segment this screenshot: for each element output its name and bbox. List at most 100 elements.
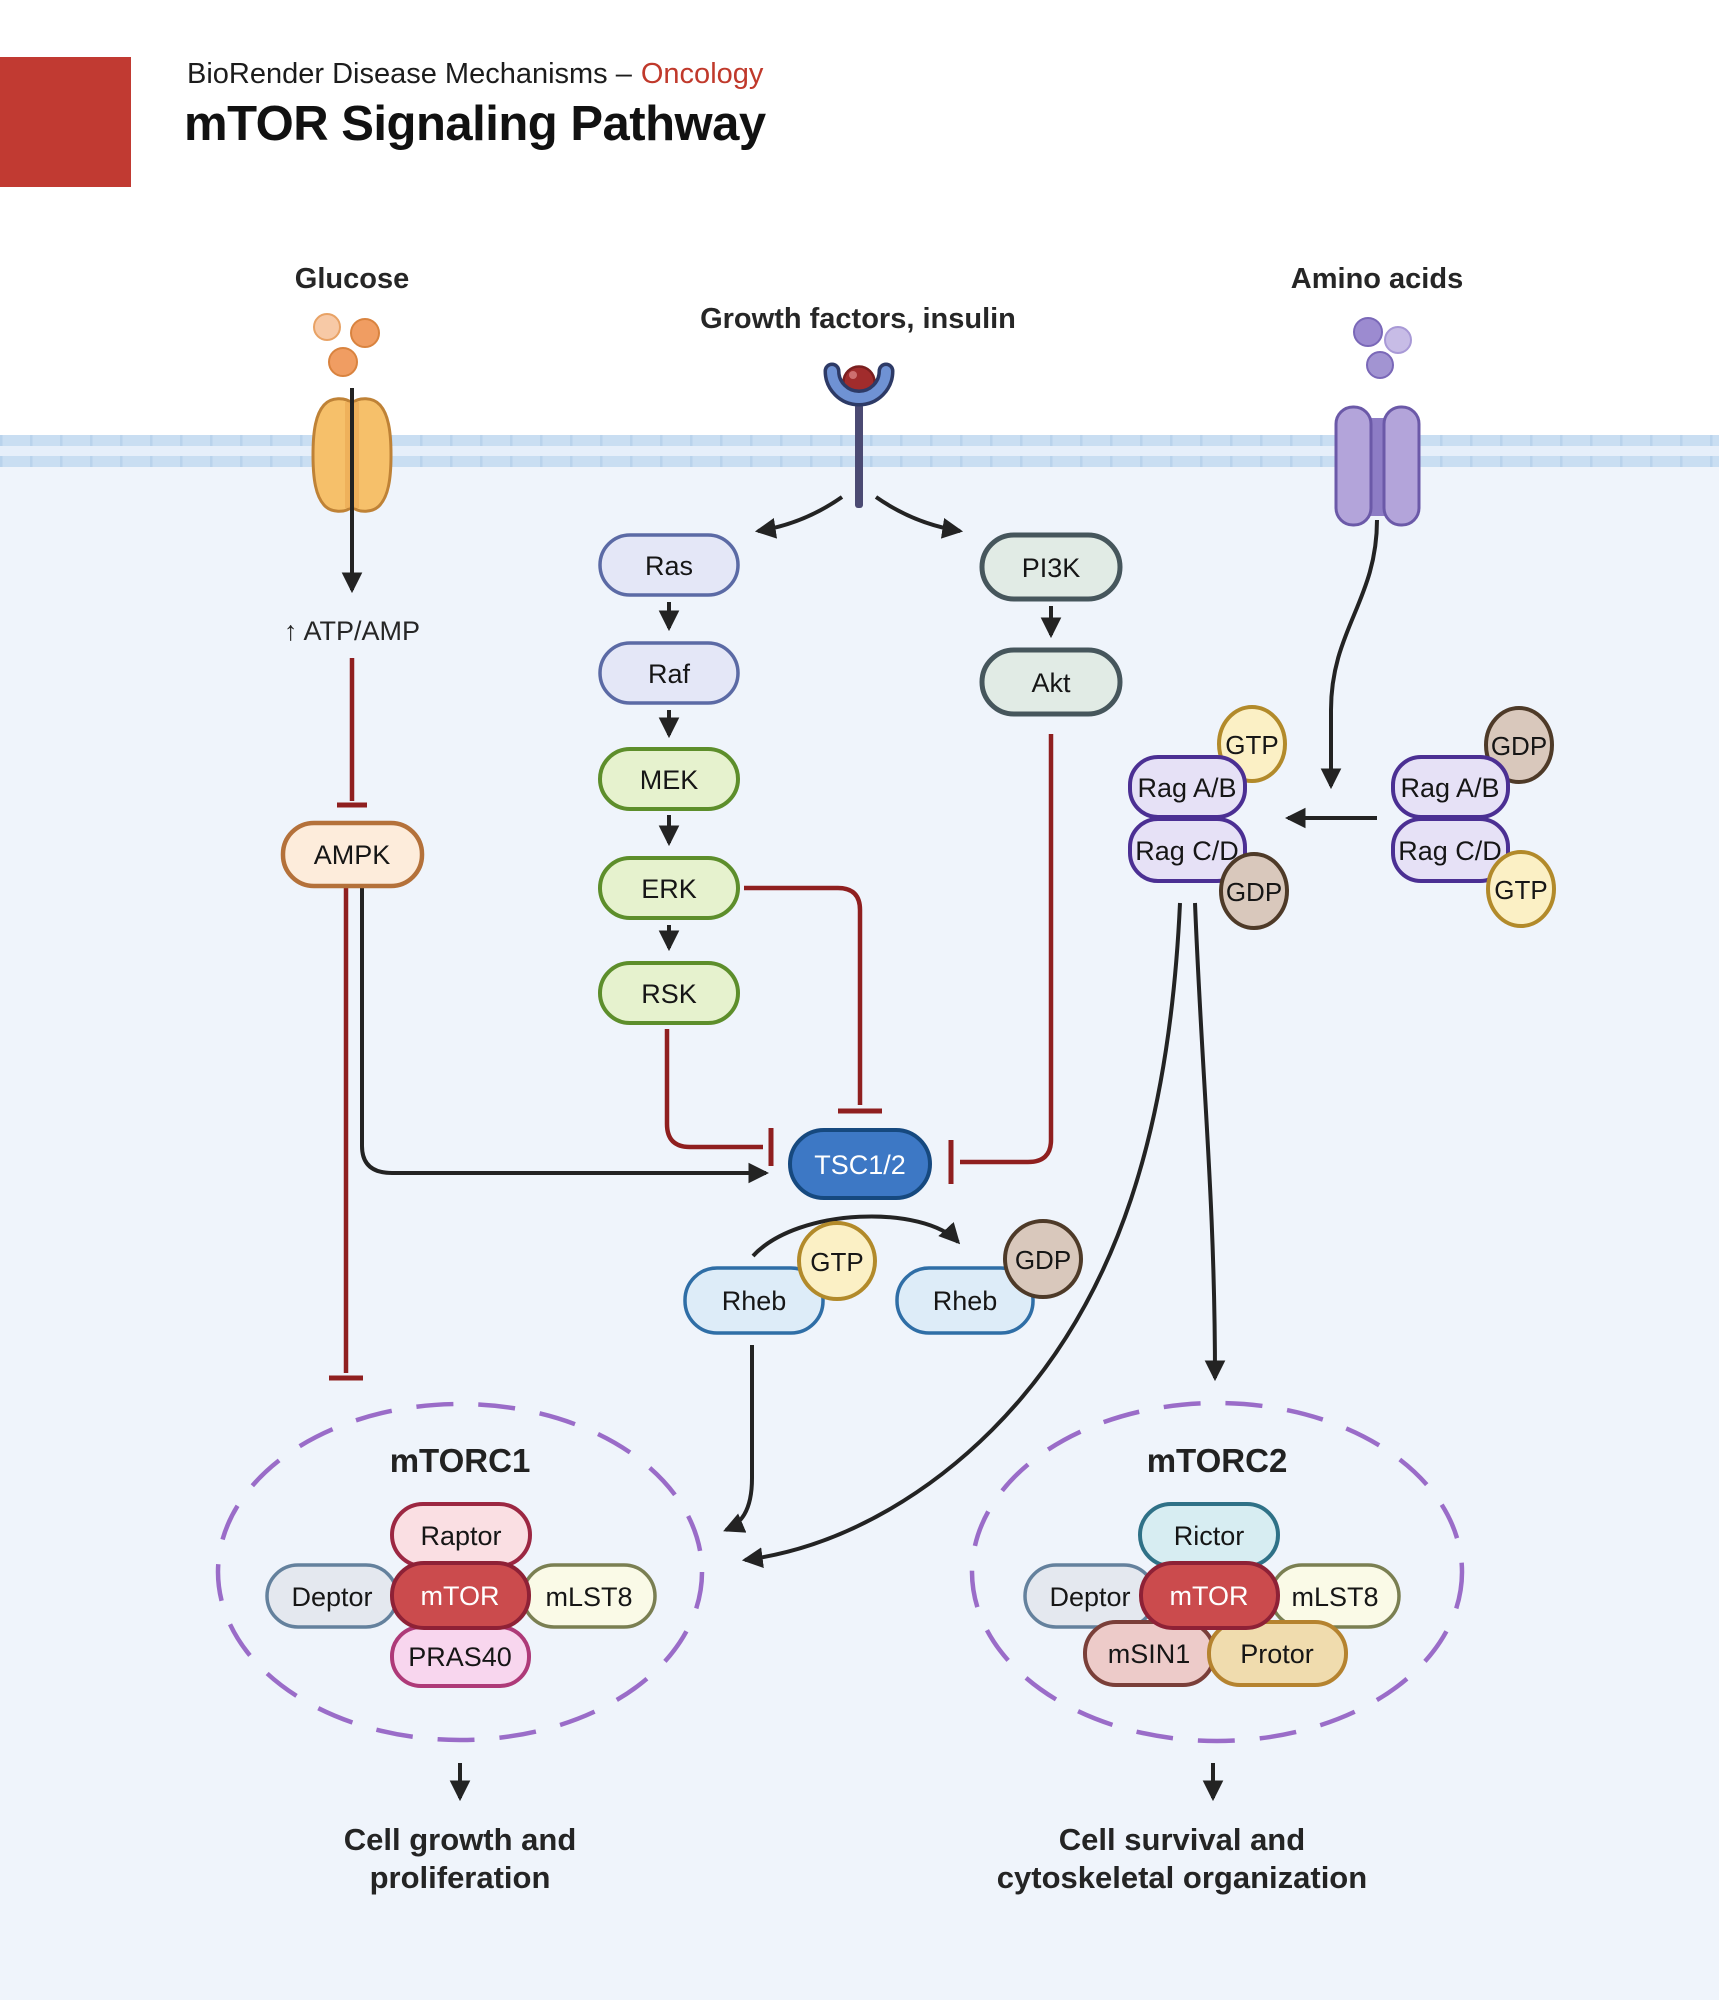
- node-pi3k: PI3K: [979, 532, 1123, 602]
- page-title: mTOR Signaling Pathway: [184, 97, 766, 151]
- mtorc2-outcome-line1: Cell survival and: [1059, 1822, 1305, 1857]
- inhibit-ampk-mtorc1: [329, 888, 363, 1381]
- mtorc2-outcome-line2: cytoskeletal organization: [997, 1860, 1367, 1895]
- mtorc2-complex-boundary: [969, 1400, 1465, 1744]
- amino-acid-molecule: [1353, 317, 1383, 347]
- node-rag-cd-inactive: Rag C/D: [1391, 817, 1510, 883]
- growth-factors-label: Growth factors, insulin: [700, 303, 1016, 335]
- node-rag-cd-label: Rag C/D: [1398, 836, 1502, 866]
- node-akt: Akt: [979, 647, 1123, 717]
- mtorc1-complex-boundary: [215, 1401, 705, 1743]
- node-deptor-mtorc2: Deptor: [1023, 1563, 1157, 1629]
- node-deptor-mtorc1: Deptor: [265, 1563, 399, 1629]
- amino-acid-transporter: [1334, 405, 1421, 527]
- receptor-cup-fill: [827, 366, 891, 403]
- node-mtor-label: mTOR: [421, 1581, 500, 1611]
- arrow-receptor-to-ras: [754, 495, 844, 539]
- node-mek-label: MEK: [640, 765, 699, 795]
- node-raf-label: Raf: [648, 659, 691, 689]
- node-rheb-gdp: Rheb: [895, 1266, 1035, 1335]
- node-rheb-label: Rheb: [933, 1286, 998, 1316]
- series-highlight-label: Oncology: [640, 58, 764, 90]
- node-rag-cd-active: Rag C/D: [1128, 817, 1247, 883]
- arrow-rheb-to-mtorc1: [723, 1345, 754, 1533]
- brand-accent-square: [0, 57, 131, 187]
- atp-amp-label: ↑ ATP/AMP: [284, 616, 420, 646]
- glucose-molecule: [350, 318, 380, 348]
- arrow-receptor-to-pi3k: [874, 495, 964, 539]
- gdp-badge-rheb: [1003, 1219, 1083, 1299]
- node-rag-ab-label: Rag A/B: [1137, 773, 1236, 803]
- growth-factor-receptor: [823, 362, 895, 508]
- node-erk-label: ERK: [641, 874, 697, 904]
- node-deptor-label: Deptor: [1049, 1582, 1130, 1612]
- node-msin1-label: mSIN1: [1108, 1639, 1191, 1669]
- node-mlst8-mtorc2: mLST8: [1269, 1563, 1401, 1629]
- node-rheb-label: Rheb: [722, 1286, 787, 1316]
- node-msin1: mSIN1: [1083, 1620, 1216, 1687]
- node-mtor-mtorc1: mTOR: [390, 1561, 531, 1630]
- receptor-stem: [855, 404, 863, 508]
- node-mtor-mtorc2: mTOR: [1139, 1561, 1280, 1630]
- glucose-molecule: [328, 347, 358, 377]
- gtp-badge-rag-inactive: [1486, 850, 1556, 928]
- inhibit-atp-ampk: [337, 658, 367, 808]
- inhibit-rsk-tsc: [664, 1029, 774, 1166]
- gdp-badge-rheb-label: GDP: [1015, 1245, 1071, 1275]
- arrow-rag-to-mtorc2: [1193, 902, 1226, 1382]
- amino-acid-molecule: [1366, 351, 1394, 379]
- node-rag-ab-inactive: Rag A/B: [1391, 755, 1510, 819]
- amino-acids-label: Amino acids: [1291, 263, 1463, 295]
- gtp-badge-rag-inactive-label: GTP: [1494, 875, 1547, 905]
- mtorc1-title: mTORC1: [390, 1442, 531, 1479]
- node-rag-ab-label: Rag A/B: [1400, 773, 1499, 803]
- node-raptor: Raptor: [390, 1502, 532, 1568]
- node-mek: MEK: [598, 747, 740, 811]
- node-rictor: Rictor: [1138, 1502, 1280, 1568]
- gtp-badge-rheb: [797, 1221, 877, 1301]
- gtp-badge-rag-active-label: GTP: [1225, 730, 1278, 760]
- node-erk: ERK: [598, 856, 740, 920]
- node-ras-label: Ras: [645, 551, 693, 581]
- node-tsc12-label: TSC1/2: [814, 1150, 906, 1180]
- mtorc1-outcome-line2: proliferation: [370, 1860, 551, 1895]
- node-pras40-label: PRAS40: [408, 1642, 512, 1672]
- node-ampk: AMPK: [280, 820, 425, 889]
- arrow-tsc-rheb-conversion: [751, 1214, 961, 1258]
- inhibit-erk-tsc: [744, 885, 882, 1114]
- inhibit-akt-tsc: [948, 734, 1054, 1184]
- gdp-badge-rag-inactive-label: GDP: [1491, 731, 1547, 761]
- node-rictor-label: Rictor: [1174, 1521, 1245, 1551]
- arrow-ampk-to-tsc: [360, 888, 770, 1184]
- glucose-molecule: [313, 313, 341, 341]
- series-label: BioRender Disease Mechanisms –: [187, 58, 632, 90]
- extracellular-zone: [0, 0, 1719, 435]
- gdp-badge-rag-active: [1219, 852, 1289, 930]
- node-pras40: PRAS40: [390, 1625, 531, 1688]
- node-rag-cd-label: Rag C/D: [1135, 836, 1239, 866]
- node-pi3k-label: PI3K: [1022, 553, 1081, 583]
- node-raf: Raf: [598, 641, 740, 705]
- glucose-label: Glucose: [295, 263, 409, 295]
- node-mtor-label: mTOR: [1170, 1581, 1249, 1611]
- series-line: BioRender Disease Mechanisms –Oncology: [187, 58, 763, 91]
- node-mlst8-label: mLST8: [545, 1582, 632, 1612]
- node-rsk-label: RSK: [641, 979, 697, 1009]
- node-raptor-label: Raptor: [420, 1521, 501, 1551]
- gtp-badge-rheb-label: GTP: [810, 1247, 863, 1277]
- node-akt-label: Akt: [1031, 668, 1071, 698]
- gdp-badge-rag-active-label: GDP: [1226, 877, 1282, 907]
- node-mlst8-mtorc1: mLST8: [521, 1563, 657, 1629]
- arrow-amino-to-rag: [1320, 519, 1379, 790]
- node-rag-ab-active: Rag A/B: [1128, 755, 1247, 819]
- amino-acid-molecule: [1384, 326, 1412, 354]
- node-mlst8-label: mLST8: [1291, 1582, 1378, 1612]
- mtorc1-outcome-line1: Cell growth and: [344, 1822, 577, 1857]
- figure-header: BioRender Disease Mechanisms –Oncology m…: [0, 0, 1719, 200]
- ligand-ball-highlight: [849, 371, 857, 379]
- gdp-badge-rag-inactive: [1484, 706, 1554, 784]
- node-rheb-gtp: Rheb: [683, 1266, 825, 1335]
- node-deptor-label: Deptor: [291, 1582, 372, 1612]
